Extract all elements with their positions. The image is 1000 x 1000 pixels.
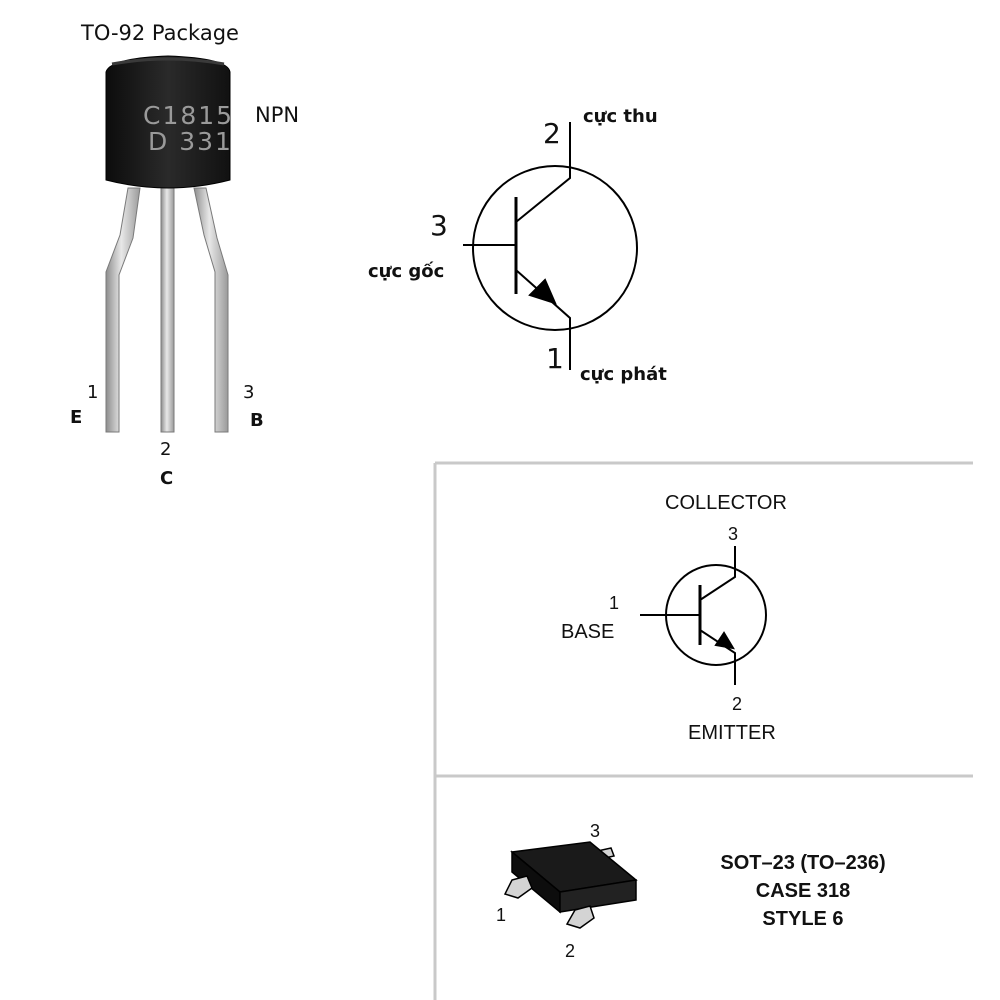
sot23-line-1: SOT–23 (TO–236): [720, 852, 885, 874]
lead-collector: [160, 187, 175, 433]
base-pin-number-en: 1: [609, 593, 619, 613]
collector-lead-en: [699, 546, 736, 601]
emitter-lead: [515, 269, 571, 370]
npn-symbol-english-labels: COLLECTOR 3 1 BASE 2 EMITTER: [561, 492, 787, 744]
npn-symbol-vietnamese-labels: 2 cực thu 3 cực gốc 1 cực phát: [368, 106, 667, 385]
emitter-label-en: EMITTER: [688, 722, 776, 744]
sot23-package: 3 1 2: [496, 821, 638, 961]
emitter-arrow-en: [714, 631, 735, 650]
lead-emitter: [105, 187, 141, 433]
npn-symbol-english: [640, 546, 767, 685]
pin-number-emitter: 1: [87, 382, 98, 403]
lead-base: [193, 187, 229, 433]
datasheet-frame: [433, 461, 973, 1000]
emitter-pin-number: 1: [546, 342, 564, 375]
pin-number-collector: 2: [160, 439, 171, 460]
transistor-body: C1815 D 331: [105, 55, 234, 189]
emitter-pin-number-en: 2: [732, 694, 742, 714]
collector-pin-number: 2: [543, 117, 561, 150]
sot23-line-2: CASE 318: [756, 880, 851, 902]
sot23-pin-1: 1: [496, 905, 506, 925]
sot23-pin-3: 3: [590, 821, 600, 841]
polarity-label: NPN: [255, 103, 299, 127]
pin-letter-collector: C: [160, 468, 173, 489]
base-pin-number: 3: [430, 209, 448, 242]
collector-pin-number-en: 3: [728, 524, 738, 544]
transistor-leads: [105, 187, 229, 433]
collector-lead: [515, 122, 571, 223]
collector-label-en: COLLECTOR: [665, 492, 787, 514]
sot23-line-3: STYLE 6: [762, 908, 843, 930]
marking-line-2: D 331: [148, 127, 233, 156]
base-label: cực gốc: [368, 261, 444, 282]
symbol-circle: [472, 165, 638, 331]
emitter-arrow: [528, 278, 557, 305]
sot23-pin-2: 2: [565, 941, 575, 961]
base-label-en: BASE: [561, 621, 614, 643]
emitter-lead-en: [699, 629, 736, 685]
marking-line-1: C1815: [143, 101, 234, 130]
pin-letter-emitter: E: [70, 407, 82, 428]
emitter-label: cực phát: [580, 364, 667, 385]
pin-number-base: 3: [243, 382, 254, 403]
npn-symbol-vietnamese: [463, 122, 638, 370]
collector-label: cực thu: [583, 106, 658, 127]
sot23-caption: SOT–23 (TO–236) CASE 318 STYLE 6: [720, 852, 885, 930]
to92-package: TO-92 Package NPN C1815 D 331 1 E 2 C 3 …: [70, 21, 299, 489]
to92-title: TO-92 Package: [80, 21, 239, 45]
pin-letter-base: B: [250, 410, 264, 431]
